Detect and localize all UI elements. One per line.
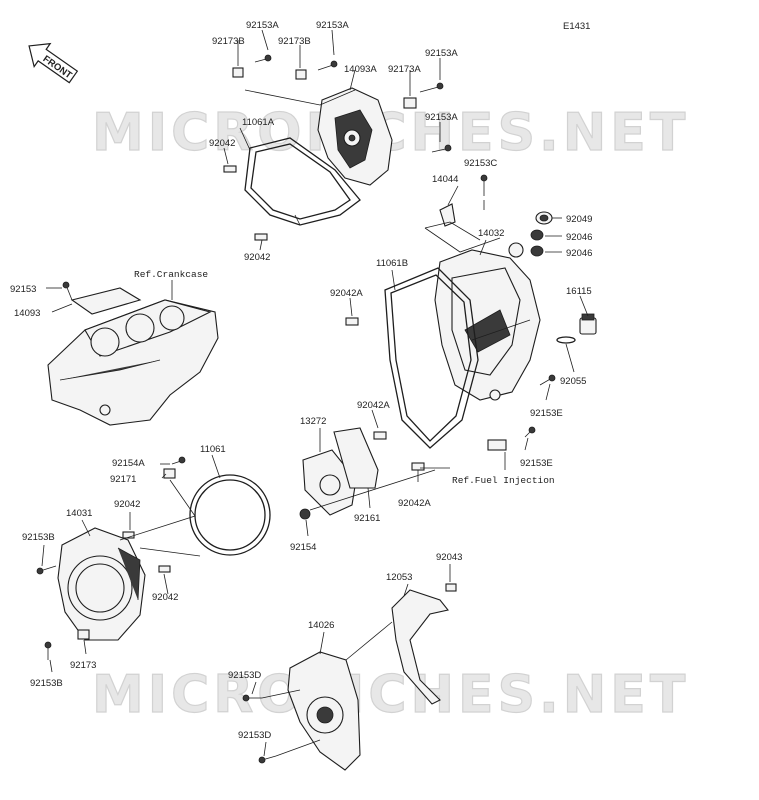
ref-fuel-injection: Ref.Fuel Injection [452, 475, 555, 486]
label-92042-3: 92042 [114, 499, 140, 510]
label-92042a-1: 92042A [330, 288, 363, 299]
label-92173a: 92173A [388, 64, 421, 75]
label-92161: 92161 [354, 513, 380, 524]
bolt-92153a-3 [419, 82, 444, 93]
bolt-92153a-2 [317, 60, 338, 71]
dowel-92042a-1 [345, 317, 359, 326]
label-92171: 92171 [110, 474, 136, 485]
label-92153a-2: 92153A [316, 20, 349, 31]
label-92042a-2: 92042A [357, 400, 390, 411]
dowel-92042a-3 [411, 462, 425, 471]
dowel-92042-2 [254, 233, 268, 241]
label-11061b: 11061B [376, 258, 408, 269]
bolt-92153b-2 [44, 641, 52, 660]
sensor-ref-fuel-injection [487, 439, 507, 451]
gasket-11061a [244, 137, 361, 226]
bolt-92153e-2 [524, 426, 536, 438]
label-14026: 14026 [308, 620, 334, 631]
label-11061a: 11061A [242, 117, 275, 128]
bolt-92154a [171, 456, 186, 465]
label-92046-1: 92046 [566, 232, 592, 243]
label-92042a-3: 92042A [398, 498, 431, 509]
label-92153b-1: 92153B [22, 532, 55, 543]
clamp-92173b-1 [232, 67, 244, 78]
label-92153a-1: 92153A [246, 20, 279, 31]
label-92154: 92154 [290, 542, 316, 553]
gasket-92161 [333, 427, 379, 489]
label-92042-2: 92042 [244, 252, 270, 263]
cover-14093 [70, 287, 142, 315]
gasket-11061 [189, 474, 271, 556]
diagram-code: E1431 [563, 21, 590, 32]
bolt-92154 [299, 508, 311, 520]
dowel-92042-3 [122, 531, 135, 539]
watermark-bottom: MICROFICHES.NET [92, 665, 689, 725]
clamp-92173 [77, 629, 90, 640]
label-92153a-3: 92153A [425, 48, 458, 59]
cover-13272 [302, 449, 357, 516]
bolt-92153 [62, 281, 73, 301]
label-92049: 92049 [566, 214, 592, 225]
plug-92046-2 [530, 245, 544, 257]
gasket-11061b [384, 267, 479, 449]
label-92153d-2: 92153D [238, 730, 271, 741]
dowel-92042-4 [158, 565, 171, 573]
bolt-92153d-2 [258, 755, 277, 764]
clutch-cover-14032 [434, 242, 541, 401]
bolt-92153e-1 [539, 374, 556, 386]
oring-92055 [556, 336, 576, 344]
label-92173b-2: 92173B [278, 36, 311, 47]
bracket-12053 [391, 589, 449, 705]
label-92153e-2: 92153E [520, 458, 553, 469]
label-92042-1: 92042 [209, 138, 235, 149]
dowel-92042a-2 [373, 431, 387, 440]
bolt-92153c [480, 174, 488, 196]
bolt-92153a-1 [254, 54, 272, 63]
dowel-92042-1 [223, 165, 237, 173]
seal-92049 [535, 211, 553, 225]
label-11061: 11061 [200, 444, 226, 455]
label-92153b-2: 92153B [30, 678, 63, 689]
bolt-92153d-1 [242, 694, 262, 702]
dowel-92043 [445, 583, 457, 592]
front-arrow-icon: FRONT [28, 42, 79, 84]
clamp-92173a [403, 97, 417, 109]
pulser-cover-14093a [317, 87, 393, 186]
label-92153: 92153 [10, 284, 36, 295]
label-14093: 14093 [14, 308, 40, 319]
label-92042-4: 92042 [152, 592, 178, 603]
clamp-92171 [163, 468, 176, 479]
sprocket-cover-14026 [287, 651, 361, 771]
bracket-14044 [439, 203, 456, 227]
label-14031: 14031 [66, 508, 92, 519]
clamp-92173b-2 [295, 69, 307, 80]
label-92043: 92043 [436, 552, 462, 563]
label-92154a: 92154A [112, 458, 145, 469]
plug-92046-1 [530, 229, 544, 241]
label-12053: 12053 [386, 572, 412, 583]
label-92153d-1: 92153D [228, 670, 261, 681]
label-16115: 16115 [566, 286, 592, 297]
bolt-92153b-1 [36, 565, 57, 575]
label-14093a: 14093A [344, 64, 377, 75]
label-13272: 13272 [300, 416, 326, 427]
label-92153e-1: 92153E [530, 408, 563, 419]
label-14032: 14032 [478, 228, 504, 239]
label-92055: 92055 [560, 376, 586, 387]
ref-crankcase: Ref.Crankcase [134, 269, 208, 280]
label-92173: 92173 [70, 660, 96, 671]
label-92153a-4: 92153A [425, 112, 458, 123]
label-14044: 14044 [432, 174, 458, 185]
alternator-cover-14031 [57, 527, 146, 641]
label-92173b-1: 92173B [212, 36, 245, 47]
label-92046-2: 92046 [566, 248, 592, 259]
cap-16115 [579, 313, 597, 335]
bolt-92153a-4 [431, 144, 452, 153]
label-92153c: 92153C [464, 158, 497, 169]
crankcase-ref [47, 299, 219, 426]
